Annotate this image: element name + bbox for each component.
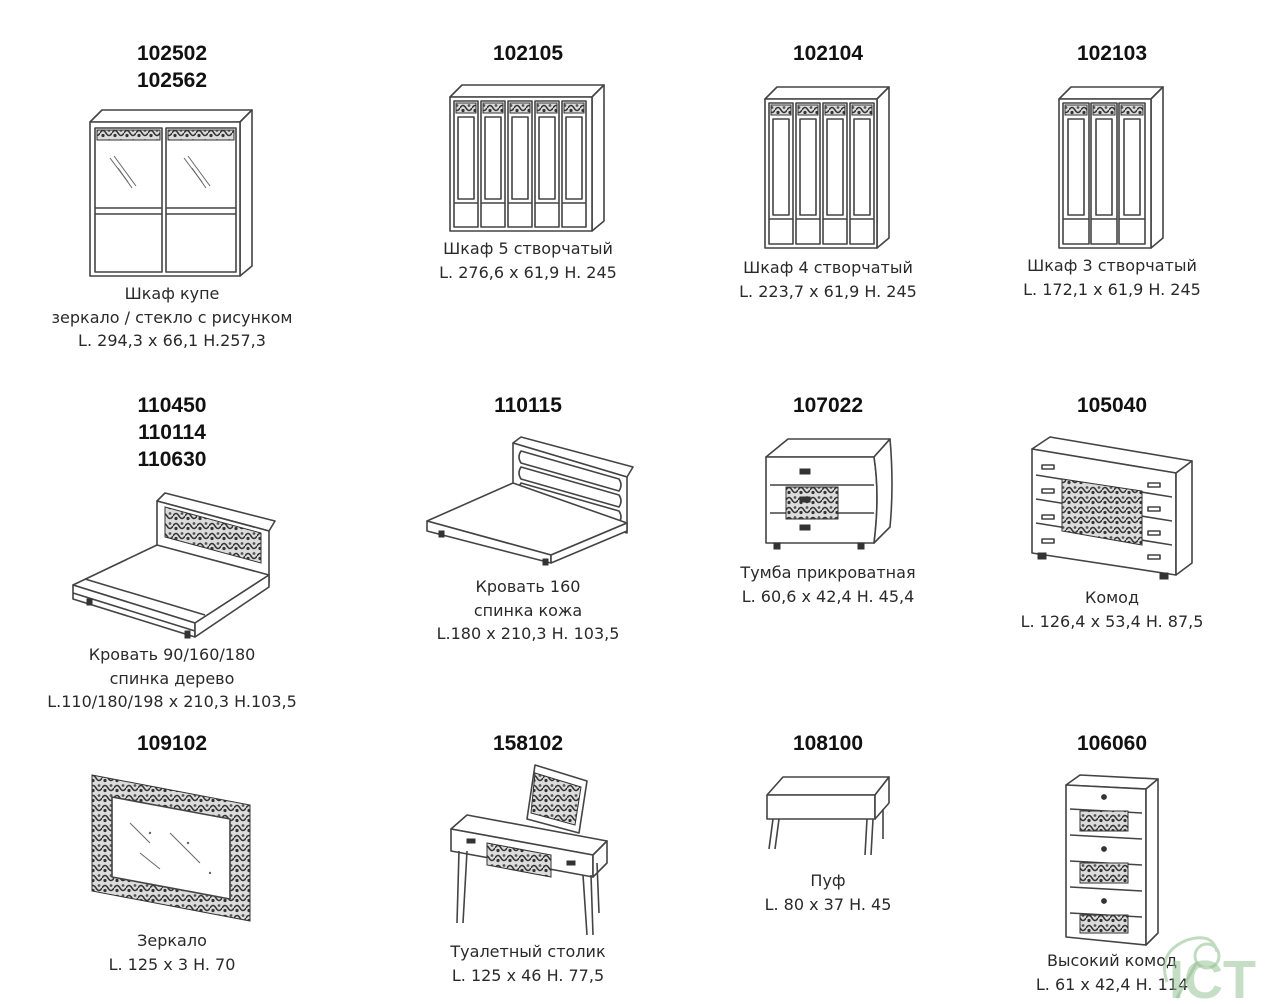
item-dimensions: L. 125 x 46 H. 77,5	[451, 965, 605, 985]
item-code: 110630	[137, 448, 207, 471]
item-description: Пуф	[810, 871, 846, 890]
item-dimensions: L. 61 x 42,4 H. 114	[1035, 974, 1189, 994]
item-code: 106060	[1076, 732, 1148, 755]
item-dimensions: L.180 x 210,3 H. 103,5	[436, 624, 620, 643]
wardrobe-3-door-icon	[1057, 85, 1167, 250]
wardrobe-4-door-icon	[763, 85, 893, 250]
nightstand-icon	[762, 435, 894, 555]
catalog-item: 102103 Шкаф 3 створчатый L. 172,1 x 61,9…	[962, 40, 1262, 301]
catalog-item: 105040 Комод L. 126,4 x 53,4 H. 87,5	[962, 392, 1262, 633]
item-code: 110450	[137, 394, 207, 417]
item-description: Туалетный столик	[450, 942, 606, 961]
item-dimensions: L. 60,6 x 42,4 H. 45,4	[741, 586, 915, 606]
item-dimensions: L. 294,3 x 66,1 H.257,3	[78, 331, 266, 350]
catalog-item: 110115 Кровать 160 спинка кожа L.180 x 2…	[378, 392, 678, 646]
catalog-item: 102105 Шкаф 5 створчатый L. 276,6 x 61,9…	[378, 40, 678, 284]
item-code: 105040	[1076, 394, 1148, 417]
svg-text:ICT: ICT	[1169, 950, 1256, 1000]
item-description: Шкаф купе	[124, 284, 220, 303]
item-description: Тумба прикроватная	[740, 563, 916, 582]
item-dimensions: L. 126,4 x 53,4 H. 87,5	[1020, 611, 1204, 631]
tall-chest-icon	[1062, 773, 1162, 949]
item-code: 110114	[138, 421, 206, 444]
item-code: 108100	[792, 732, 864, 755]
item-code: 102105	[492, 42, 564, 65]
item-description: Кровать 160	[475, 577, 581, 596]
item-code: 102502	[136, 42, 208, 65]
item-dimensions: L. 80 x 37 H. 45	[764, 894, 892, 914]
item-dimensions: L. 125 x 3 H. 70	[108, 954, 236, 974]
item-code: 109102	[136, 732, 208, 755]
mirror-icon	[90, 773, 255, 923]
item-code: 102104	[792, 42, 864, 65]
item-dimensions: L.110/180/198 x 210,3 H.103,5	[47, 692, 297, 711]
catalog-item: 109102 Зеркало L. 125 x 3 H. 70	[22, 730, 322, 976]
item-description: Шкаф 4 створчатый	[743, 258, 913, 277]
catalog-item: 102104 Шкаф 4 створчатый L. 223,7 x 61,9…	[678, 40, 978, 303]
catalog-item: 102502 102562 Шкаф купе зеркало / стекло…	[22, 40, 322, 353]
item-code: 102103	[1076, 42, 1148, 65]
item-description: Комод	[1084, 588, 1140, 607]
catalog-item: 158102 Туалетный столик L. 125 x 46 H. 7…	[378, 730, 678, 987]
item-description: Шкаф 5 створчатый	[443, 239, 613, 258]
item-code: 110115	[494, 394, 562, 417]
chest-of-drawers-icon	[1030, 435, 1195, 580]
dressing-table-icon	[447, 763, 609, 938]
item-description: Высокий комод	[1046, 951, 1178, 970]
pouf-bench-icon	[763, 773, 893, 863]
item-description: Кровать 90/160/180	[88, 645, 256, 664]
catalog-item: 108100 Пуф L. 80 x 37 H. 45	[678, 730, 978, 916]
catalog-item: 107022 Тумба прикроватная L. 60,6 x 42,4…	[678, 392, 978, 608]
item-description: спинка кожа	[473, 600, 583, 620]
item-code: 158102	[492, 732, 564, 755]
item-description: зеркало / стекло с рисунком	[51, 307, 293, 327]
item-code: 102562	[136, 69, 208, 92]
wardrobe-5-door-icon	[448, 83, 608, 233]
item-code: 107022	[792, 394, 864, 417]
item-description: Шкаф 3 створчатый	[1027, 256, 1197, 275]
item-description: Зеркало	[137, 931, 207, 950]
catalog-item: 106060 Высокий комод L. 61 x 42,4 H. 114	[962, 730, 1262, 996]
item-dimensions: L. 276,6 x 61,9 H. 245	[439, 262, 617, 282]
brand-logo-watermark: ICT	[1147, 912, 1267, 1004]
item-dimensions: L. 223,7 x 61,9 H. 245	[739, 281, 917, 301]
bed-wood-headboard-icon	[65, 491, 280, 641]
item-description: спинка дерево	[109, 668, 235, 688]
bed-leather-headboard-icon	[421, 435, 636, 566]
catalog-item: 110450 110114 110630 Кровать 90/160/180 …	[22, 392, 322, 714]
item-dimensions: L. 172,1 x 61,9 H. 245	[1023, 279, 1201, 299]
sliding-wardrobe-icon	[88, 108, 256, 278]
